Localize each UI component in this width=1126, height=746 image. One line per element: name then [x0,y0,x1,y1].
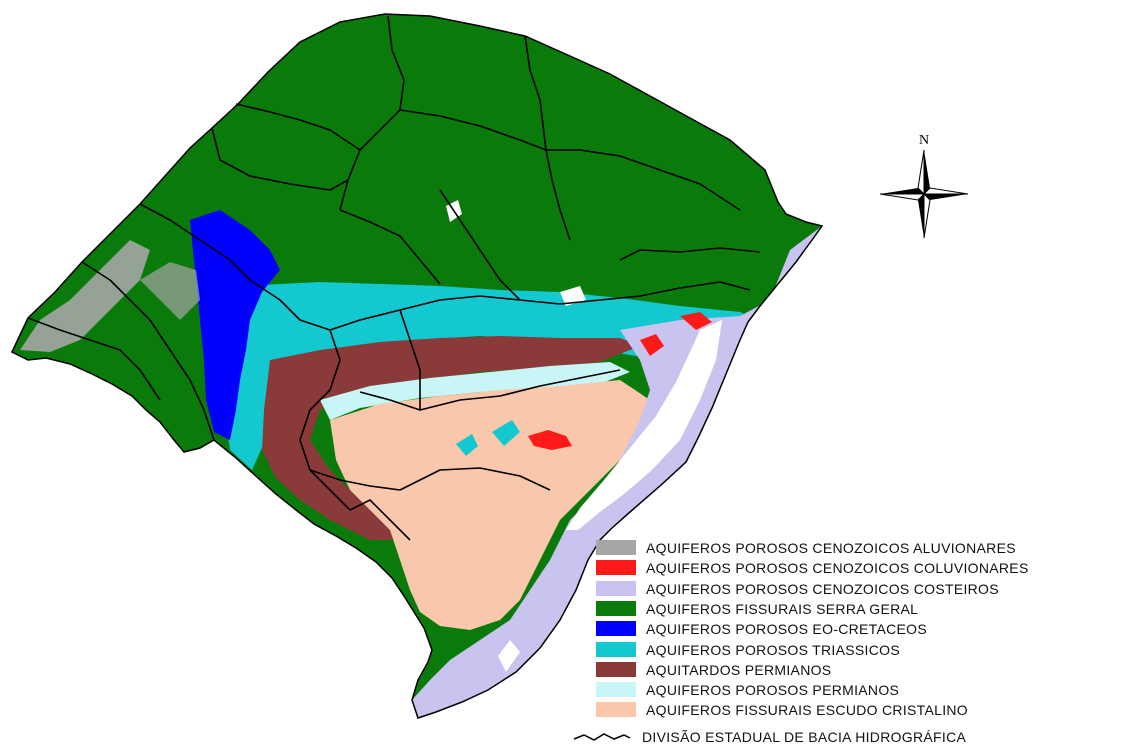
legend-label: AQUIFEROS POROSOS CENOZOICOS ALUVIONARES [646,539,1016,556]
legend-swatch [596,682,636,697]
legend-label: AQUIFEROS FISSURAIS SERRA GERAL [646,600,919,617]
basin-divisions [27,15,761,541]
legend-label: DIVISÃO ESTADUAL DE BACIA HIDROGRÁFICA [642,728,967,745]
legend-label: AQUIFEROS POROSOS PERMIANOS [646,681,900,698]
legend-label: AQUITARDOS PERMIANOS [646,661,832,678]
legend-item: AQUIFEROS POROSOS PERMIANOS [596,680,899,699]
zone-triassicos-patch-1 [456,434,478,456]
legend-swatch [596,581,636,596]
legend-label: AQUIFEROS POROSOS EO-CRETACEOS [646,620,928,637]
legend-item: AQUIFEROS POROSOS TRIASSICOS [596,640,900,659]
zone-escudo-cristalino [330,380,650,630]
zone-coluvionares-3 [680,312,712,330]
north-label: N [919,133,929,148]
legend-swatch [596,642,636,657]
legend-item: AQUIFEROS POROSOS EO-CRETACEOS [596,619,927,638]
legend-item: AQUIFEROS POROSOS CENOZOICOS ALUVIONARES [596,538,1016,557]
legend-swatch [596,601,636,616]
zone-porosos-permianos [320,362,630,420]
legend-label: AQUIFEROS POROSOS TRIASSICOS [646,641,900,658]
state-outline [11,13,824,719]
zone-triassicos-patch-2 [492,420,520,446]
north-arrow-icon: N [879,133,969,239]
zone-aluvionares-west [20,240,150,352]
zone-aluvionares-west-2 [140,262,200,320]
white-spot-2 [560,286,586,306]
legend-item-basin-division: DIVISÃO ESTADUAL DE BACIA HIDROGRÁFICA [573,727,967,746]
legend-label: AQUIFEROS FISSURAIS ESCUDO CRISTALINO [646,701,968,718]
lagoon-patos [566,320,722,530]
zone-coluvionares-1 [528,430,572,450]
legend-swatch [596,540,636,555]
zone-aquitardos [262,336,640,540]
legend-item: AQUITARDOS PERMIANOS [596,660,831,679]
legend-item: AQUIFEROS FISSURAIS SERRA GERAL [596,599,918,618]
legend-item: AQUIFEROS FISSURAIS ESCUDO CRISTALINO [596,700,968,719]
legend-swatch [596,702,636,717]
zone-eo-cretaceos [190,210,280,440]
zone-coluvionares-2 [640,334,664,356]
lagoon-mirim [498,640,520,672]
legend-swatch [596,621,636,636]
basin-line-icon [573,733,631,741]
legend-swatch [596,662,636,677]
legend-label: AQUIFEROS POROSOS CENOZOICOS COSTEIROS [646,580,999,597]
legend-label: AQUIFEROS POROSOS CENOZOICOS COLUVIONARE… [646,559,1029,576]
legend-item: AQUIFEROS POROSOS CENOZOICOS COLUVIONARE… [596,558,1029,577]
legend-swatch [596,560,636,575]
zone-triassicos [210,282,760,470]
legend-item: AQUIFEROS POROSOS CENOZOICOS COSTEIROS [596,579,999,598]
